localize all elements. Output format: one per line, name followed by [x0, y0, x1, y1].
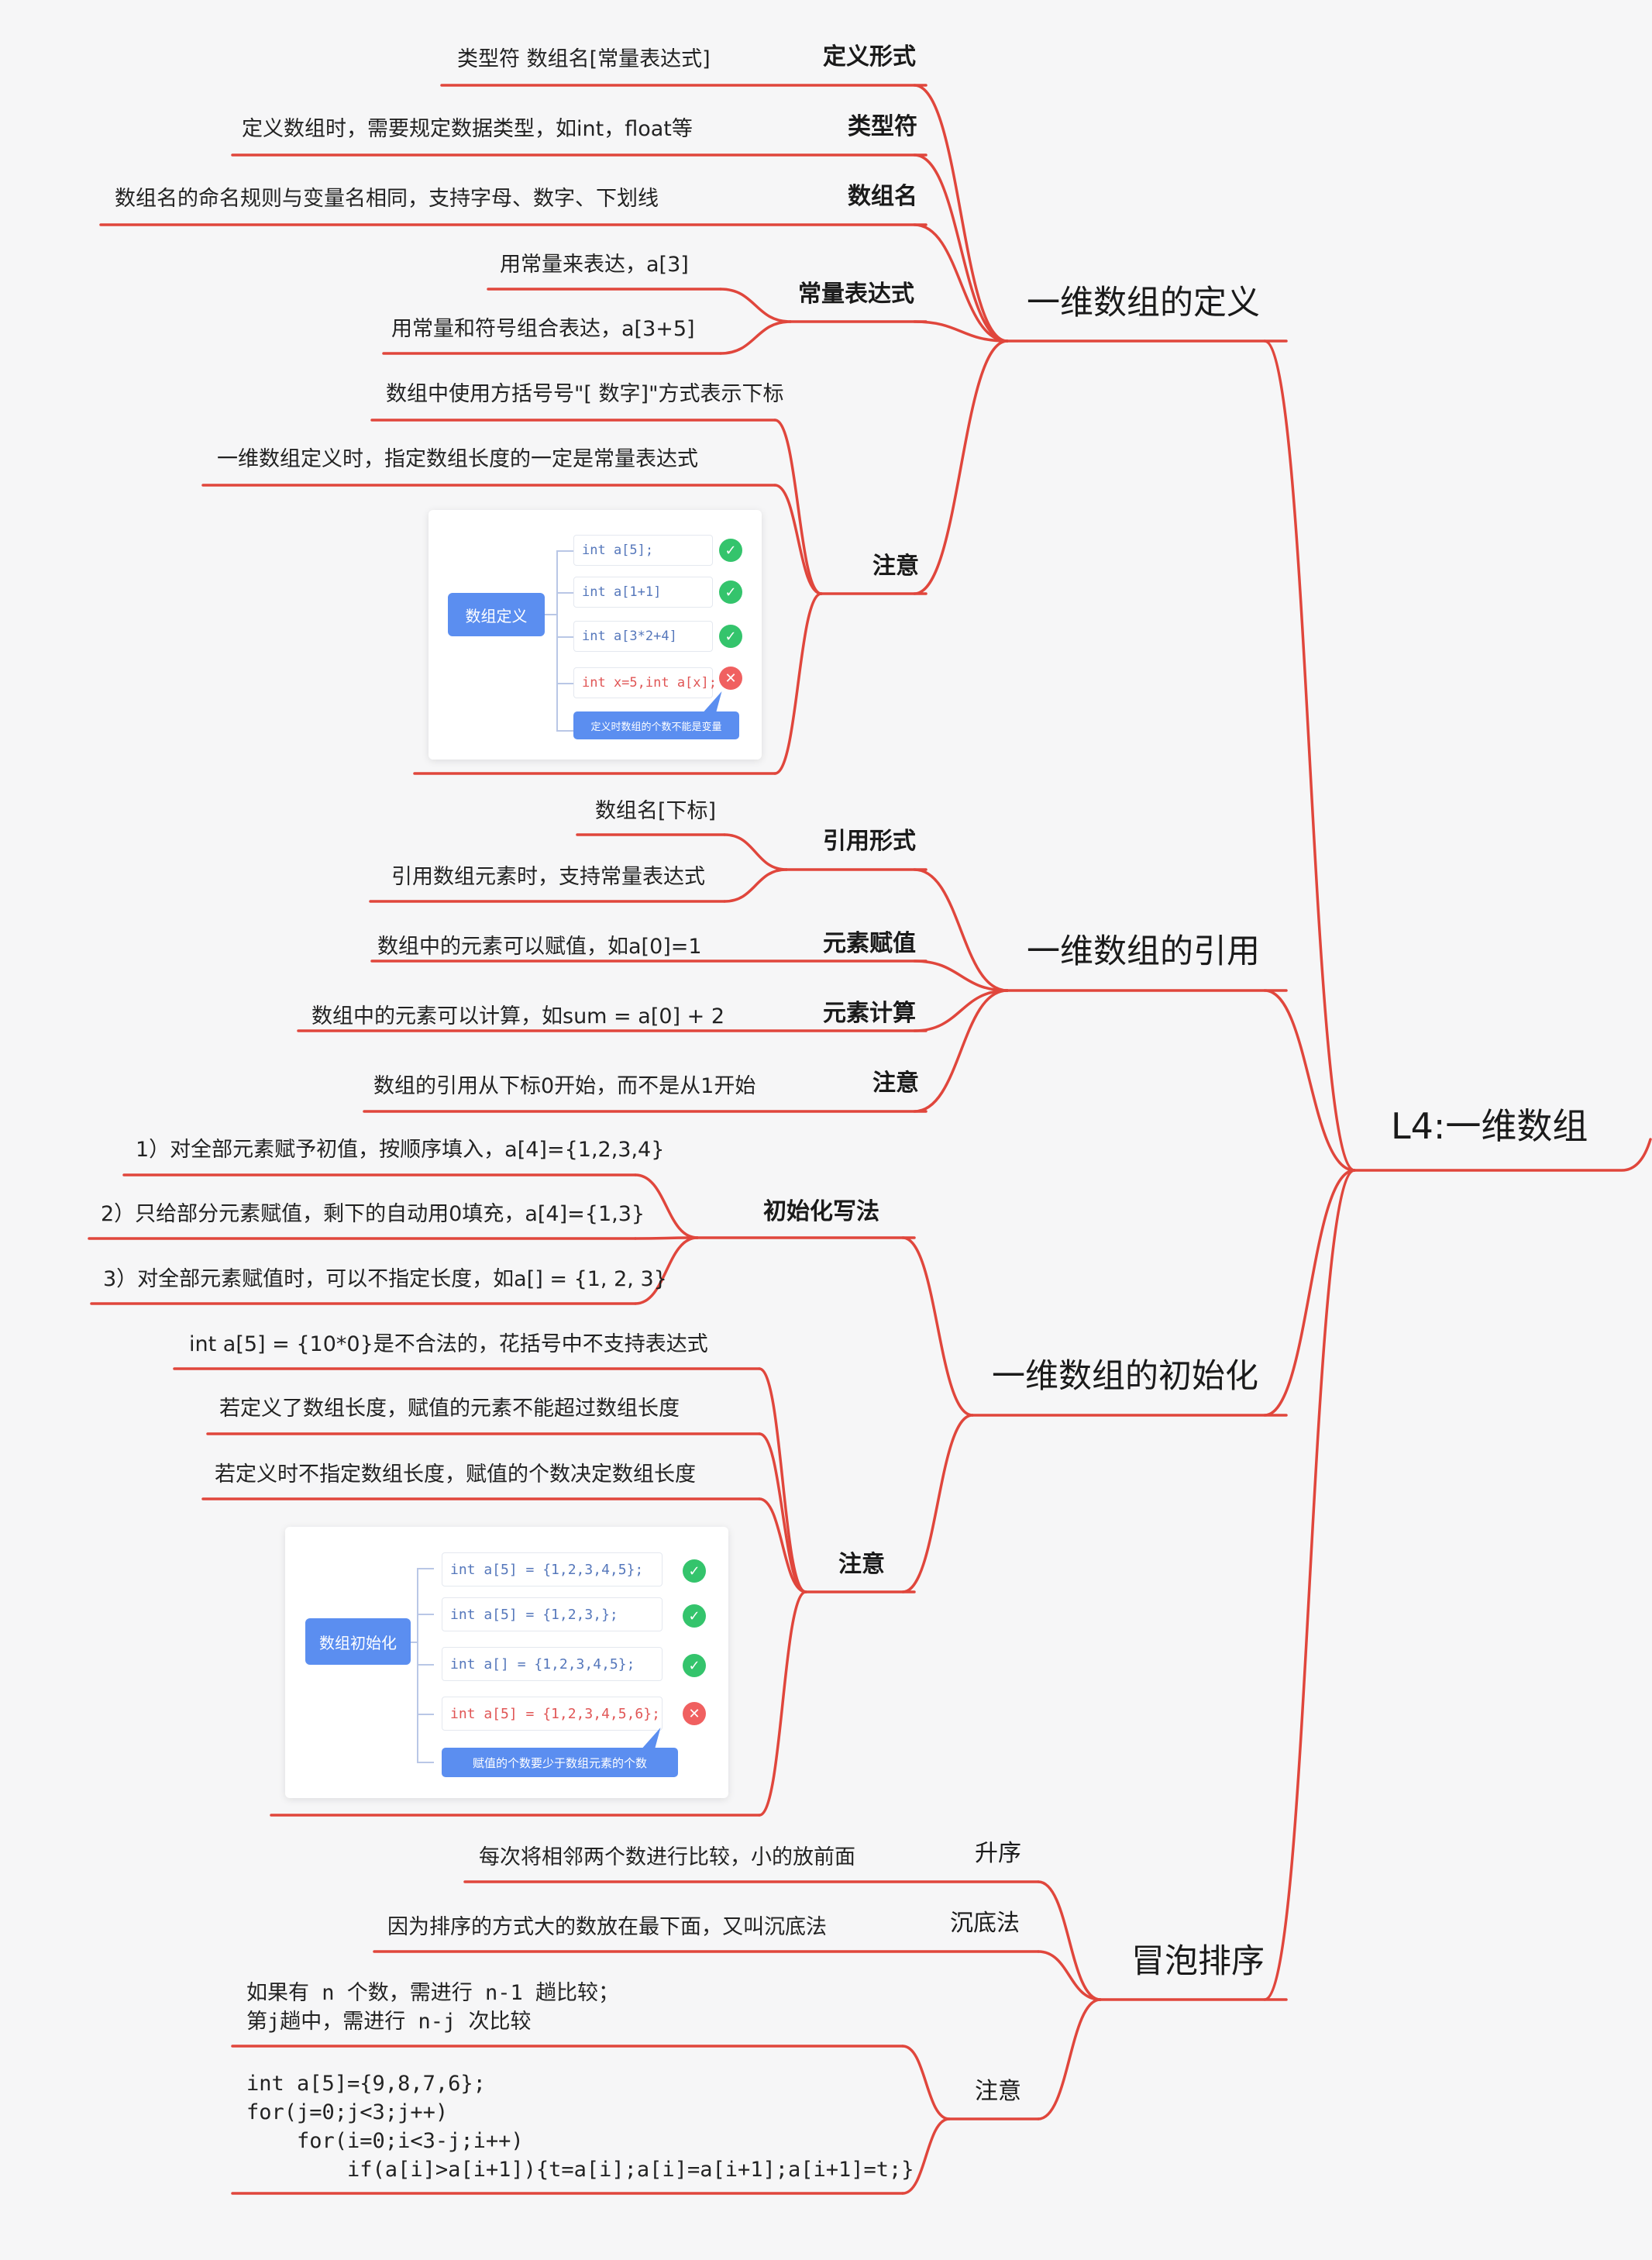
topic-initialization[interactable]: 一维数组的初始化: [992, 1357, 1258, 1396]
leaf-ascending: 每次将相邻两个数进行比较，小的放前面: [479, 1845, 855, 1869]
error-icon: ✕: [683, 1702, 706, 1725]
init-code-4: int a[5] = {1,2,3,4,5,6};: [442, 1697, 663, 1731]
check-icon: ✓: [719, 581, 742, 604]
subtopic-definition-form[interactable]: 定义形式: [823, 43, 916, 71]
definition-example-card: 数组定义 int a[5]; ✓ int a[1+1] ✓ int a[3*2+…: [428, 510, 762, 760]
definition-code-3: int a[3*2+4]: [573, 621, 713, 652]
check-icon: ✓: [683, 1559, 706, 1583]
leaf-init-note-2: 若定义了数组长度，赋值的元素不能超过数组长度: [219, 1397, 680, 1421]
subtopic-sinking[interactable]: 沉底法: [950, 1910, 1020, 1937]
leaf-type: 定义数组时，需要规定数据类型，如int，float等: [242, 117, 693, 141]
leaf-calc: 数组中的元素可以计算，如sum = a[0] + 2: [311, 1004, 725, 1028]
subtopic-init-style[interactable]: 初始化写法: [763, 1198, 879, 1225]
leaf-definition-form: 类型符 数组名[常量表达式]: [457, 47, 711, 71]
definition-button[interactable]: 数组定义: [448, 593, 545, 636]
leaf-init-style-1: 1）对全部元素赋予初值，按顺序填入，a[4]={1,2,3,4}: [136, 1138, 665, 1162]
leaf-definition-note-2: 一维数组定义时，指定数组长度的一定是常量表达式: [217, 447, 698, 471]
leaf-definition-note-1: 数组中使用方括号号"[ 数字]"方式表示下标: [386, 382, 784, 406]
subtopic-type[interactable]: 类型符: [848, 113, 917, 140]
definition-code-1: int a[5];: [573, 535, 713, 566]
init-code-1: int a[5] = {1,2,3,4,5};: [442, 1552, 663, 1586]
subtopic-definition-note[interactable]: 注意: [872, 553, 919, 580]
topic-reference[interactable]: 一维数组的引用: [1027, 932, 1260, 971]
init-button[interactable]: 数组初始化: [305, 1618, 411, 1665]
leaf-init-style-2: 2）只给部分元素赋值，剩下的自动用0填充，a[4]={1,3}: [101, 1202, 645, 1226]
init-code-2: int a[5] = {1,2,3,};: [442, 1597, 663, 1631]
leaf-reference-form-1: 数组名[下标]: [595, 799, 717, 823]
check-icon: ✓: [683, 1654, 706, 1677]
leaf-array-name: 数组名的命名规则与变量名相同，支持字母、数字、下划线: [115, 187, 659, 211]
topic-definition[interactable]: 一维数组的定义: [1027, 284, 1260, 322]
leaf-const-expr-2: 用常量和符号组合表达，a[3+5]: [391, 317, 695, 341]
leaf-sinking: 因为排序的方式大的数放在最下面，又叫沉底法: [387, 1915, 827, 1939]
subtopic-reference-note[interactable]: 注意: [872, 1070, 919, 1097]
subtopic-bubble-note[interactable]: 注意: [975, 2078, 1021, 2105]
subtopic-calc[interactable]: 元素计算: [823, 1000, 916, 1027]
subtopic-const-expr[interactable]: 常量表达式: [798, 281, 914, 308]
topic-bubble-sort[interactable]: 冒泡排序: [1131, 1942, 1265, 1981]
check-icon: ✓: [683, 1604, 706, 1628]
subtopic-init-note[interactable]: 注意: [838, 1551, 885, 1578]
leaf-bubble-note-code: int a[5]={9,8,7,6}; for(j=0;j<3;j++) for…: [246, 2072, 914, 2182]
leaf-const-expr-1: 用常量来表达，a[3]: [500, 253, 689, 277]
leaf-reference-form-2: 引用数组元素时，支持常量表达式: [391, 865, 705, 889]
subtopic-reference-form[interactable]: 引用形式: [823, 828, 916, 855]
init-code-3: int a[] = {1,2,3,4,5};: [442, 1647, 663, 1681]
leaf-init-note-1: int a[5] = {10*0}是不合法的，花括号中不支持表达式: [189, 1332, 708, 1356]
subtopic-array-name[interactable]: 数组名: [848, 183, 917, 210]
leaf-init-style-3: 3）对全部元素赋值时，可以不指定长度，如a[] = {1, 2, 3}: [103, 1267, 667, 1291]
error-icon: ✕: [719, 667, 742, 690]
subtopic-ascending[interactable]: 升序: [975, 1840, 1021, 1867]
root-topic[interactable]: L4:一维数组: [1391, 1105, 1588, 1147]
init-tip: 赋值的个数要少于数组元素的个数: [442, 1748, 678, 1777]
definition-code-4: int x=5,int a[x];: [573, 667, 717, 698]
check-icon: ✓: [719, 625, 742, 648]
definition-code-2: int a[1+1]: [573, 577, 713, 608]
leaf-assign: 数组中的元素可以赋值，如a[0]=1: [377, 935, 702, 959]
leaf-bubble-note-rule: 如果有 n 个数，需进行 n-1 趟比较； 第j趟中，需进行 n-j 次比较: [246, 1981, 620, 2034]
check-icon: ✓: [719, 539, 742, 562]
definition-tip: 定义时数组的个数不能是变量: [573, 711, 739, 739]
leaf-reference-note: 数组的引用从下标0开始，而不是从1开始: [373, 1074, 756, 1098]
init-example-card: 数组初始化 int a[5] = {1,2,3,4,5}; ✓ int a[5]…: [285, 1527, 728, 1798]
leaf-init-note-3: 若定义时不指定数组长度，赋值的个数决定数组长度: [215, 1462, 696, 1487]
subtopic-assign[interactable]: 元素赋值: [823, 930, 916, 957]
